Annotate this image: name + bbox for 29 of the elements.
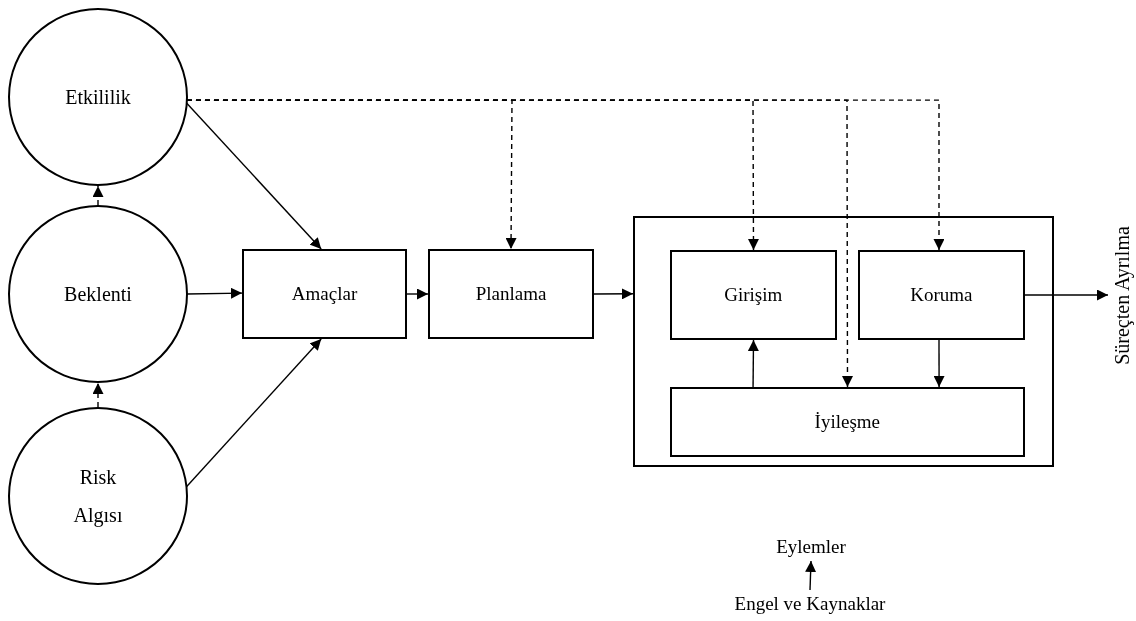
arrow: [186, 287, 243, 299]
node-label: Risk Algısı: [72, 465, 124, 529]
node-label: Amaçlar: [291, 281, 358, 306]
dashed-arrow: [92, 185, 104, 206]
process-box: [669, 386, 1025, 457]
dashed-arrow: [92, 382, 104, 408]
node-label: Beklenti: [64, 282, 132, 307]
arrow: [933, 339, 945, 388]
arrow: [593, 288, 634, 300]
arrow: [805, 560, 817, 591]
process-box: [669, 249, 837, 340]
dashed-arrow: [186, 99, 945, 251]
arrow: [1024, 289, 1109, 301]
process-box: [857, 249, 1025, 340]
process-box: [428, 249, 594, 339]
node-label: Koruma: [910, 282, 973, 307]
arrow: [186, 102, 322, 250]
node-label: Etkililik: [65, 85, 131, 110]
group-frame: [633, 216, 1054, 467]
text-label: Eylemler: [776, 534, 846, 559]
exit-label: Süreçten Ayrılma: [1110, 225, 1134, 365]
node-label: Girişim: [724, 282, 783, 307]
arrow: [406, 288, 429, 300]
process-box: [242, 249, 407, 339]
node-label: İyileşme: [814, 409, 880, 434]
arrow: [747, 339, 759, 388]
arrow: [185, 338, 322, 488]
text-label: Engel ve Kaynaklar: [734, 591, 886, 616]
node-label: Planlama: [475, 281, 547, 306]
